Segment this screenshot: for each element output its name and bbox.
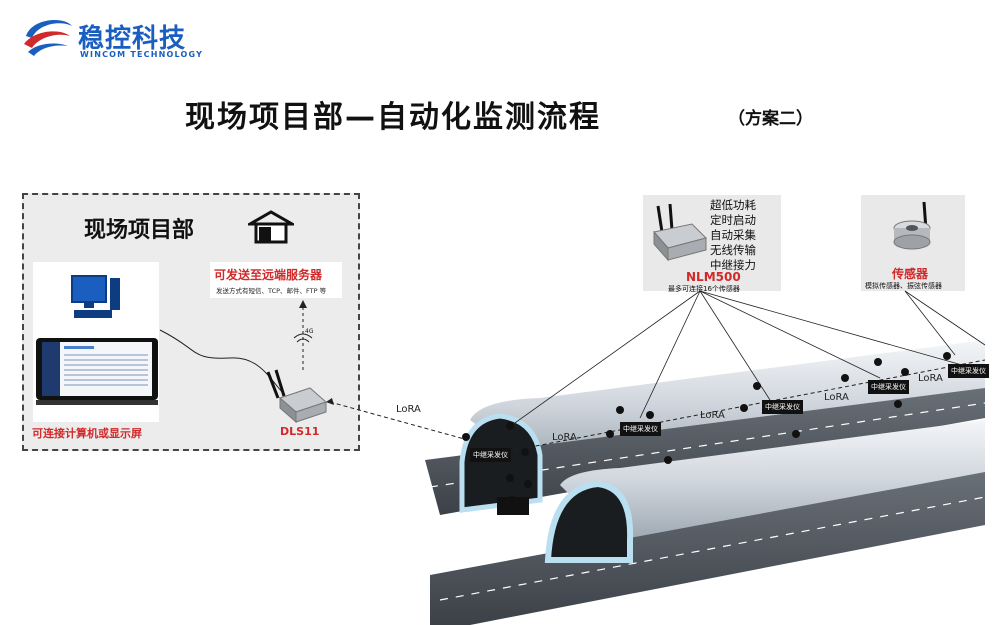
feature-item: 超低功耗: [710, 198, 756, 212]
nlm500-name: NLM500: [686, 270, 741, 284]
feature-item: 中继接力: [710, 258, 756, 272]
rear-tunnel-tube: [470, 340, 985, 470]
lora-link-label: LoRA: [918, 373, 943, 384]
relay-unit-label: 中继采发仪: [868, 380, 909, 394]
front-road: [430, 472, 985, 625]
front-tunnel-portal: [544, 480, 634, 563]
page-subtitle: （方案二）: [728, 109, 813, 129]
pc-cable: [159, 329, 286, 396]
front-tunnel-tube: [560, 420, 985, 545]
relay-unit-label: 中继采发仪: [470, 448, 511, 462]
nlm500-note: 最多可连接16个传感器: [668, 285, 740, 293]
relay-unit-label: 中继采发仪: [762, 400, 803, 414]
lora-link-label: LoRA: [552, 432, 577, 443]
lora-link-label: LoRA: [824, 392, 849, 403]
sensor-device-icon: [893, 201, 931, 250]
feature-item: 无线传输: [710, 243, 756, 257]
nlm500-device-icon: [653, 204, 707, 262]
network-4g-tag: 4G: [305, 328, 314, 335]
lora-link-label: LoRA: [396, 404, 421, 415]
feature-item: 定时启动: [710, 213, 756, 227]
sensor-name: 传感器: [892, 267, 929, 281]
server-methods-text: 发送方式有短信、TCP、邮件、FTP 等: [216, 287, 327, 295]
house-icon: [248, 210, 294, 244]
feature-item: 自动采集: [710, 228, 756, 242]
project-box-title: 现场项目部: [84, 218, 195, 243]
remote-server-label: 可发送至远端服务器: [214, 268, 323, 282]
desktop-computer-icon: [71, 275, 120, 318]
gateway-label: DLS11: [280, 425, 320, 438]
rear-tunnel-portal: [459, 413, 543, 513]
sensor-note: 模拟传感器、振弦传感器: [865, 282, 942, 290]
relay-unit-label: 中继采发仪: [948, 364, 989, 378]
brand-name: 稳控科技: [78, 24, 187, 54]
roadside-sign: [497, 497, 529, 515]
brand-subtitle: WINCOM TECHNOLOGY: [80, 50, 204, 59]
page-title: 现场项目部—自动化监测流程: [185, 100, 601, 135]
relay-unit-label: 中继采发仪: [620, 422, 661, 436]
laptop-screen-icon: [36, 338, 158, 405]
logo-mark-icon: [24, 20, 72, 56]
nlm500-features: 超低功耗 定时启动 自动采集 无线传输 中继接力: [710, 198, 756, 273]
lora-link-label: LoRA: [700, 410, 725, 421]
server-info-panel: [210, 262, 342, 298]
computer-connect-label: 可连接计算机或显示屏: [32, 427, 142, 440]
dls11-device-icon: [266, 369, 327, 424]
